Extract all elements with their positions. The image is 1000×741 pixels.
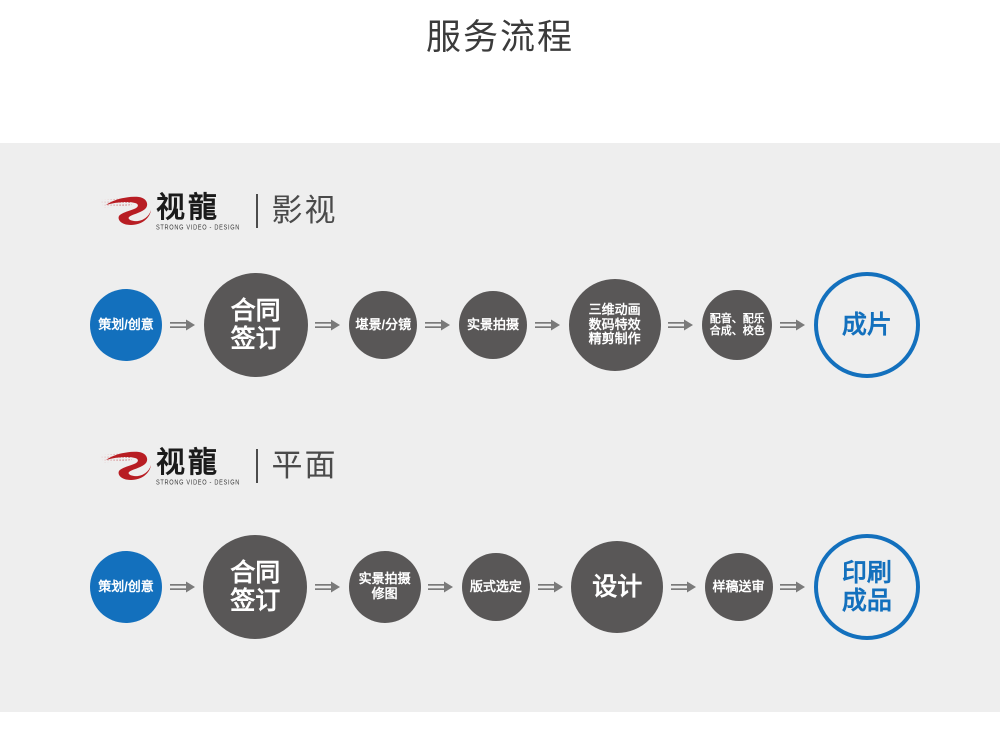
flow-node-label: 实景拍摄 xyxy=(466,316,519,332)
flow-node[interactable]: 设计 xyxy=(571,541,664,633)
flow-node-label: 合同 签订 xyxy=(230,559,281,615)
flow-node-label: 策划/创意 xyxy=(98,578,154,594)
flow-node[interactable]: 堪景/分镜 xyxy=(349,291,418,359)
flow-node-label: 版式选定 xyxy=(469,578,522,594)
content-band: 视龍 STRONG VIDEO - DESIGN 影视 策划/创意合同 签订堪景… xyxy=(0,143,1000,712)
flow-node[interactable]: 配音、配乐 合成、校色 xyxy=(702,290,773,360)
s-swoosh-logo-icon xyxy=(98,192,154,230)
flow-node-label: 印刷 成品 xyxy=(841,559,892,615)
flow-node[interactable]: 三维动画 数码特效 精剪制作 xyxy=(568,279,661,371)
brand-tagline: STRONG VIDEO - DESIGN xyxy=(156,223,241,232)
flow-arrow-icon xyxy=(670,577,697,597)
flow-node-label: 设计 xyxy=(592,573,643,601)
flow-arrow-icon xyxy=(428,577,454,597)
page-title: 服务流程 xyxy=(425,18,574,57)
flow-node[interactable]: 策划/创意 xyxy=(90,551,162,623)
flow-row-graphic: 策划/创意 合同 签订 实景拍摄 修图 版式选定 设计 样稿送审 印刷 成品 xyxy=(90,527,920,647)
flow-node[interactable]: 策划/创意 xyxy=(90,289,162,361)
brand-tagline: STRONG VIDEO - DESIGN xyxy=(156,478,241,487)
flow-node-label: 堪景/分镜 xyxy=(355,316,412,332)
brand-name-cn: 视龍 xyxy=(156,189,221,224)
brand-logo-graphic: 视龍 STRONG VIDEO - DESIGN 平面 xyxy=(98,443,338,489)
flow-arrow-icon xyxy=(315,315,341,335)
flow-node-label: 配音、配乐 合成、校色 xyxy=(709,312,765,337)
flow-arrow-icon xyxy=(780,577,806,597)
flow-node[interactable]: 合同 签订 xyxy=(203,535,308,639)
flow-arrow-icon xyxy=(534,315,561,335)
s-swoosh-logo-icon xyxy=(98,447,154,485)
flow-node[interactable]: 印刷 成品 xyxy=(813,534,920,640)
flow-node-label: 合同 签订 xyxy=(230,297,281,353)
flow-node[interactable]: 成片 xyxy=(813,272,920,378)
flow-node-label: 三维动画 数码特效 精剪制作 xyxy=(588,302,641,347)
flow-node-label: 样稿送审 xyxy=(712,578,765,594)
flow-node[interactable]: 样稿送审 xyxy=(704,553,773,621)
flow-arrow-icon xyxy=(780,315,806,335)
flow-node[interactable]: 版式选定 xyxy=(461,553,530,621)
flow-arrow-icon xyxy=(169,315,196,335)
logo-category-label: 影视 xyxy=(271,193,338,229)
brand-logo-film: 视龍 STRONG VIDEO - DESIGN 影视 xyxy=(98,188,338,234)
flow-node[interactable]: 实景拍摄 xyxy=(458,291,527,359)
logo-category-label: 平面 xyxy=(271,448,338,484)
flow-row-film: 策划/创意 合同 签订 堪景/分镜 实景拍摄 三维动画 数码特效 精剪制作 配音、配乐 合… xyxy=(90,265,920,385)
flow-node-label: 策划/创意 xyxy=(98,316,154,332)
logo-divider xyxy=(256,194,258,228)
flow-arrow-icon xyxy=(425,315,451,335)
title-band: 服务流程 xyxy=(0,0,1000,143)
flow-arrow-icon xyxy=(314,577,341,597)
flow-node[interactable]: 合同 签订 xyxy=(203,273,308,377)
flow-node-label: 成片 xyxy=(841,311,892,339)
flow-arrow-icon xyxy=(169,577,196,597)
flow-arrow-icon xyxy=(668,315,694,335)
brand-name-cn: 视龍 xyxy=(156,444,221,479)
logo-divider xyxy=(256,449,258,483)
brand-name-block: 视龍 STRONG VIDEO - DESIGN xyxy=(156,444,241,487)
brand-name-block: 视龍 STRONG VIDEO - DESIGN xyxy=(156,189,241,232)
flow-node[interactable]: 实景拍摄 修图 xyxy=(348,551,421,623)
flow-arrow-icon xyxy=(537,577,564,597)
bottom-band xyxy=(0,712,1000,741)
flow-node-label: 实景拍摄 修图 xyxy=(358,571,411,601)
